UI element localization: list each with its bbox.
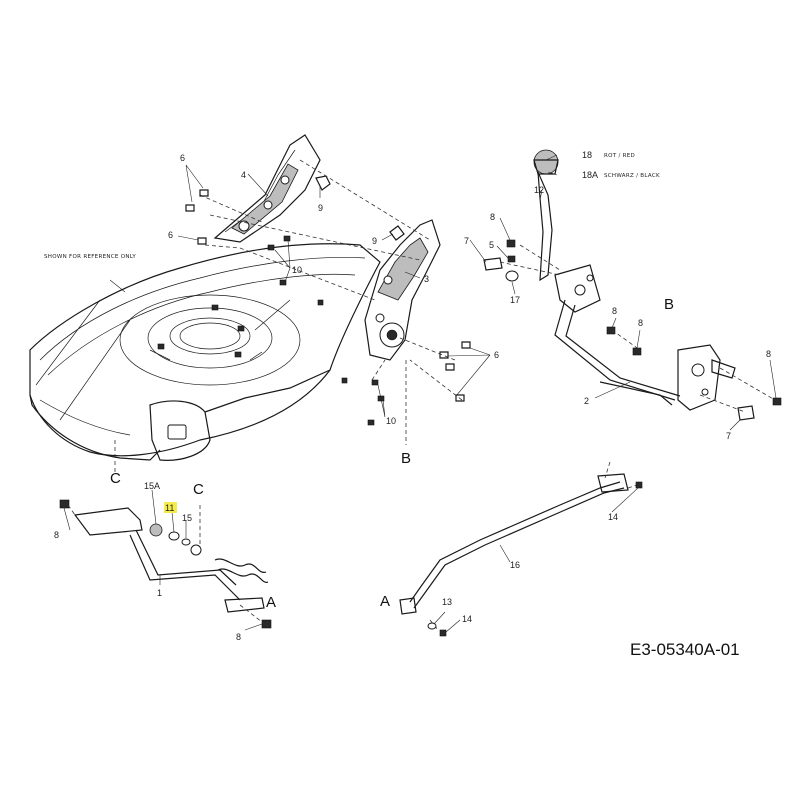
reference-note: SHOWN FOR REFERENCE ONLY (44, 254, 136, 260)
callout-6: 6 (168, 230, 173, 240)
callout-3: 3 (424, 274, 429, 284)
callout-7: 7 (726, 431, 731, 441)
callout-13: 13 (442, 597, 452, 607)
callout-18a: 18A (582, 170, 598, 180)
callout-9: 9 (318, 203, 323, 213)
ref-letter-b: B (664, 296, 674, 313)
callout-14: 14 (608, 512, 618, 522)
callout-15a: 15A (144, 481, 160, 491)
callout-14: 14 (462, 614, 472, 624)
alignment-lines-deck (114, 159, 463, 475)
callout-6: 6 (180, 153, 185, 163)
callout-16: 16 (510, 560, 520, 570)
deck-fasteners (185, 189, 471, 426)
callout-5: 5 (489, 240, 494, 250)
height-adjuster-rear (364, 219, 441, 361)
ref-letter-a: A (266, 594, 276, 611)
ref-letter-c: C (110, 470, 121, 487)
reference-letters: C C B B A A (110, 296, 674, 611)
front-axle-assembly (59, 499, 272, 629)
callout-11: 11 (165, 503, 174, 513)
ref-letter-a: A (380, 593, 390, 610)
color-note-red: ROT / RED (604, 153, 635, 159)
callout-8: 8 (638, 318, 643, 328)
callout-10: 10 (292, 265, 302, 275)
callout-4: 4 (241, 170, 246, 180)
ref-letter-b: B (401, 450, 411, 467)
ref-letter-c: C (193, 481, 204, 498)
callout-1: 1 (157, 588, 162, 598)
callout-11-highlight (164, 502, 177, 513)
callout-10: 10 (386, 416, 396, 426)
rear-axle-assembly (483, 149, 782, 421)
callout-18: 18 (582, 150, 592, 160)
height-adjuster-front (213, 134, 331, 243)
callout-8: 8 (54, 530, 59, 540)
callout-8: 8 (612, 306, 617, 316)
mower-deck (29, 243, 381, 461)
callout-12: 12 (534, 185, 544, 195)
color-note-black: SCHWARZ / BLACK (604, 173, 660, 179)
callout-numbers: 6 4 9 6 10 9 3 6 10 18 18A 12 8 7 5 17 8… (54, 150, 771, 642)
callout-17: 17 (510, 295, 520, 305)
callout-6: 6 (494, 350, 499, 360)
callout-7: 7 (464, 236, 469, 246)
callout-8: 8 (766, 349, 771, 359)
link-rod (399, 461, 643, 637)
callout-8: 8 (236, 632, 241, 642)
callout-8: 8 (490, 212, 495, 222)
callout-2: 2 (584, 396, 589, 406)
callout-15: 15 (182, 513, 192, 523)
callout-9: 9 (372, 236, 377, 246)
leader-lines (63, 154, 777, 633)
drawing-number: E3-05340A-01 (630, 640, 740, 659)
